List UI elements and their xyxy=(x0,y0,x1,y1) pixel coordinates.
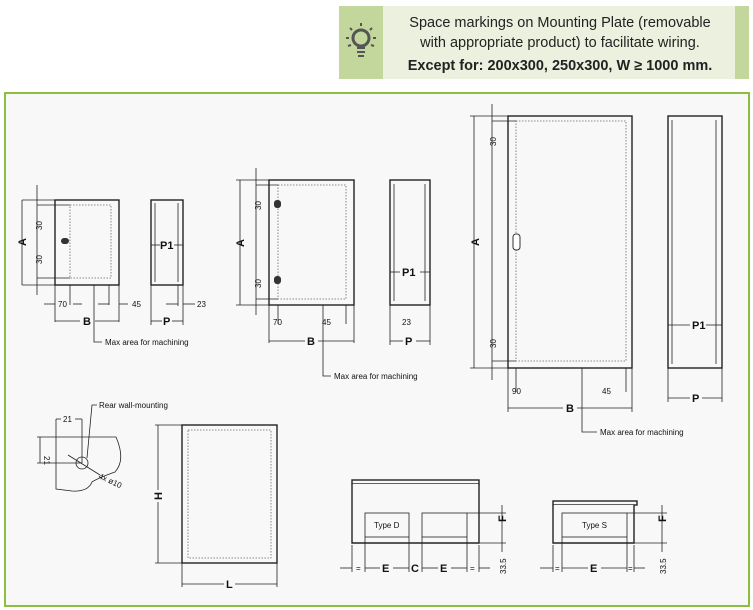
large-cabinet-side: P1 P xyxy=(667,115,723,405)
dim-f-label: F xyxy=(497,515,509,522)
dim-45-label: 45 xyxy=(602,387,611,396)
dim-p1-label: P1 xyxy=(692,320,705,332)
note-line-1: Space markings on Mounting Plate (remova… xyxy=(409,15,711,31)
dim-p1-label: P1 xyxy=(402,267,415,279)
dim-p-label: P xyxy=(163,316,170,328)
note-icon-strip xyxy=(339,6,383,79)
dim-23-label: 23 xyxy=(197,300,206,309)
dim-eq-label: = xyxy=(356,564,361,573)
medium-cabinet-front: A 30 30 70 45 B Max area for machining xyxy=(235,168,418,381)
info-note: Space markings on Mounting Plate (remova… xyxy=(339,6,749,79)
dim-21-label: 21 xyxy=(42,456,51,465)
type-s-label: Type S xyxy=(582,521,607,530)
dim-45-label: 45 xyxy=(322,318,331,327)
mounting-plate: H L xyxy=(153,424,278,591)
dim-eq-label: = xyxy=(628,564,633,573)
dim-c-label: C xyxy=(411,563,419,575)
dim-e-label: E xyxy=(382,563,389,575)
type-d-label: Type D xyxy=(374,521,400,530)
dim-p-label: P xyxy=(405,336,412,348)
dim-eq-label: = xyxy=(470,564,475,573)
dim-30-label: 30 xyxy=(35,221,44,230)
medium-cabinet-side: P1 23 P xyxy=(389,179,431,348)
dim-p1-label: P1 xyxy=(160,240,173,252)
dim-30-label: 30 xyxy=(35,255,44,264)
dim-33-5-label: 33.5 xyxy=(499,558,508,574)
hole-label: 4x ø10 xyxy=(97,472,123,491)
small-cabinet-front: A 30 30 70 45 B Max area for machining xyxy=(17,185,189,347)
max-area-label: Max area for machining xyxy=(600,428,684,437)
dim-45-label: 45 xyxy=(132,300,141,309)
max-area-label: Max area for machining xyxy=(105,338,189,347)
dim-a-label: A xyxy=(17,238,29,246)
dim-23-label: 23 xyxy=(402,318,411,327)
dim-a-label: A xyxy=(470,238,482,246)
rear-wall-label: Rear wall-mounting xyxy=(99,401,168,410)
dim-30-label: 30 xyxy=(254,279,263,288)
dim-b-label: B xyxy=(566,403,574,415)
dim-70-label: 70 xyxy=(58,300,67,309)
dim-f-label: F xyxy=(657,515,669,522)
dim-33-5-label: 33.5 xyxy=(659,558,668,574)
dim-eq-label: = xyxy=(555,564,560,573)
large-cabinet-front: A 30 30 90 45 B Max area for machining xyxy=(470,104,684,437)
max-area-label: Max area for machining xyxy=(334,372,418,381)
dim-21-label: 21 xyxy=(63,415,72,424)
dim-e-label: E xyxy=(440,563,447,575)
small-cabinet-side: P1 23 P xyxy=(150,199,206,328)
dim-a-label: A xyxy=(235,239,247,247)
rear-wall-mounting-detail: 21 21 4x ø10 Rear wall-mounting xyxy=(37,401,168,492)
dim-l-label: L xyxy=(226,579,233,591)
dim-e-label: E xyxy=(590,563,597,575)
dim-30-label: 30 xyxy=(489,339,498,348)
note-line-2: with appropriate product) to facilitate … xyxy=(420,35,700,51)
gland-plate-type-d: Type D = E C E = F 33.5 xyxy=(340,479,509,575)
lightbulb-icon xyxy=(346,23,376,57)
dim-p-label: P xyxy=(692,393,699,405)
dim-90-label: 90 xyxy=(512,387,521,396)
note-right-strip xyxy=(735,6,749,79)
dim-30-label: 30 xyxy=(489,137,498,146)
dim-b-label: B xyxy=(83,316,91,328)
dim-h-label: H xyxy=(153,492,165,500)
gland-plate-type-s: Type S = E = F 33.5 xyxy=(540,500,669,575)
dim-30-label: 30 xyxy=(254,201,263,210)
dim-b-label: B xyxy=(307,336,315,348)
note-line-3: Except for: 200x300, 250x300, W ≥ 1000 m… xyxy=(407,58,713,74)
dim-70-label: 70 xyxy=(273,318,282,327)
